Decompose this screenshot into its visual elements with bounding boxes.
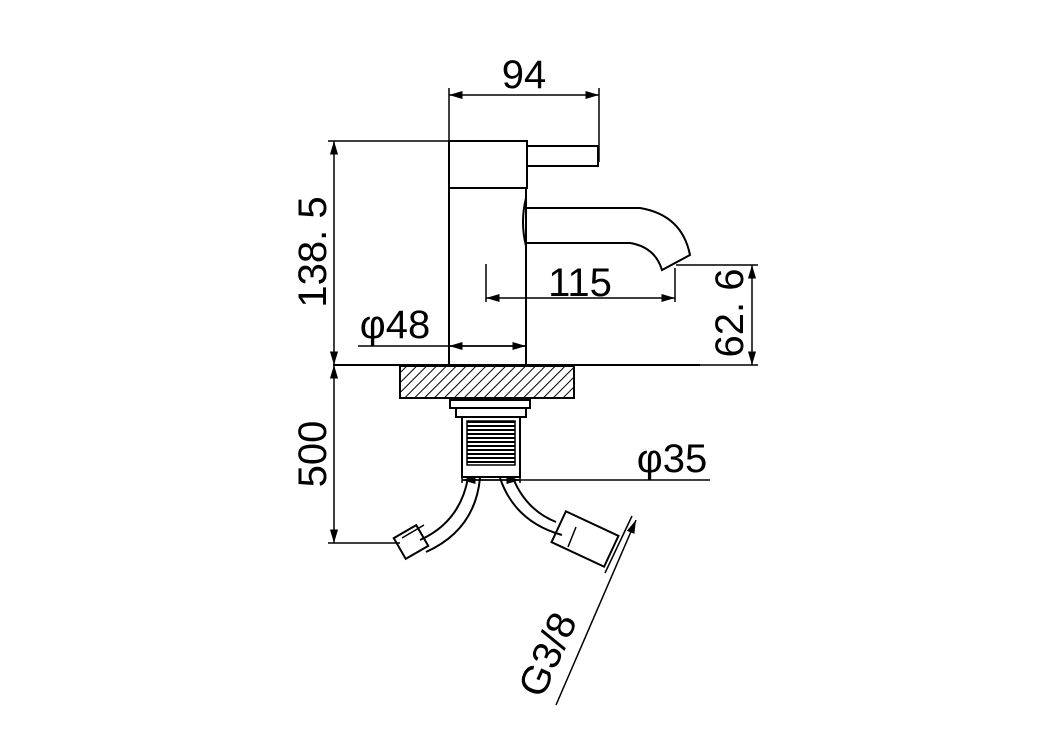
faucet-body <box>448 140 528 364</box>
label-spout-reach: 115 <box>548 261 612 305</box>
hose-nut-left <box>392 523 430 561</box>
dimension-hose-length: 500 <box>291 365 400 544</box>
label-tail-diameter: φ35 <box>637 437 707 481</box>
hoses <box>392 477 620 568</box>
label-handle-reach: 94 <box>502 53 547 97</box>
mounting-tail <box>449 399 531 478</box>
hose-nut-right <box>550 510 620 568</box>
handle-lever <box>526 145 599 167</box>
spout <box>522 197 692 272</box>
dimension-handle-reach: 94 <box>448 53 600 162</box>
dimension-spout-height: 62. 6 <box>676 264 758 366</box>
countertop <box>333 364 700 399</box>
dimension-hose-thread: G3/8 <box>510 515 637 706</box>
label-hose-length: 500 <box>291 421 335 488</box>
label-hose-thread: G3/8 <box>510 606 585 703</box>
dimension-body-diameter: φ48 <box>358 303 526 351</box>
label-spout-height: 62. 6 <box>708 269 752 358</box>
dimension-spout-reach: 115 <box>485 261 676 305</box>
label-overall-height: 138. 5 <box>291 196 335 307</box>
dimension-overall-height: 138. 5 <box>291 140 449 365</box>
dimension-tail-diameter: φ35 <box>461 437 710 485</box>
label-body-diameter: φ48 <box>360 303 430 347</box>
